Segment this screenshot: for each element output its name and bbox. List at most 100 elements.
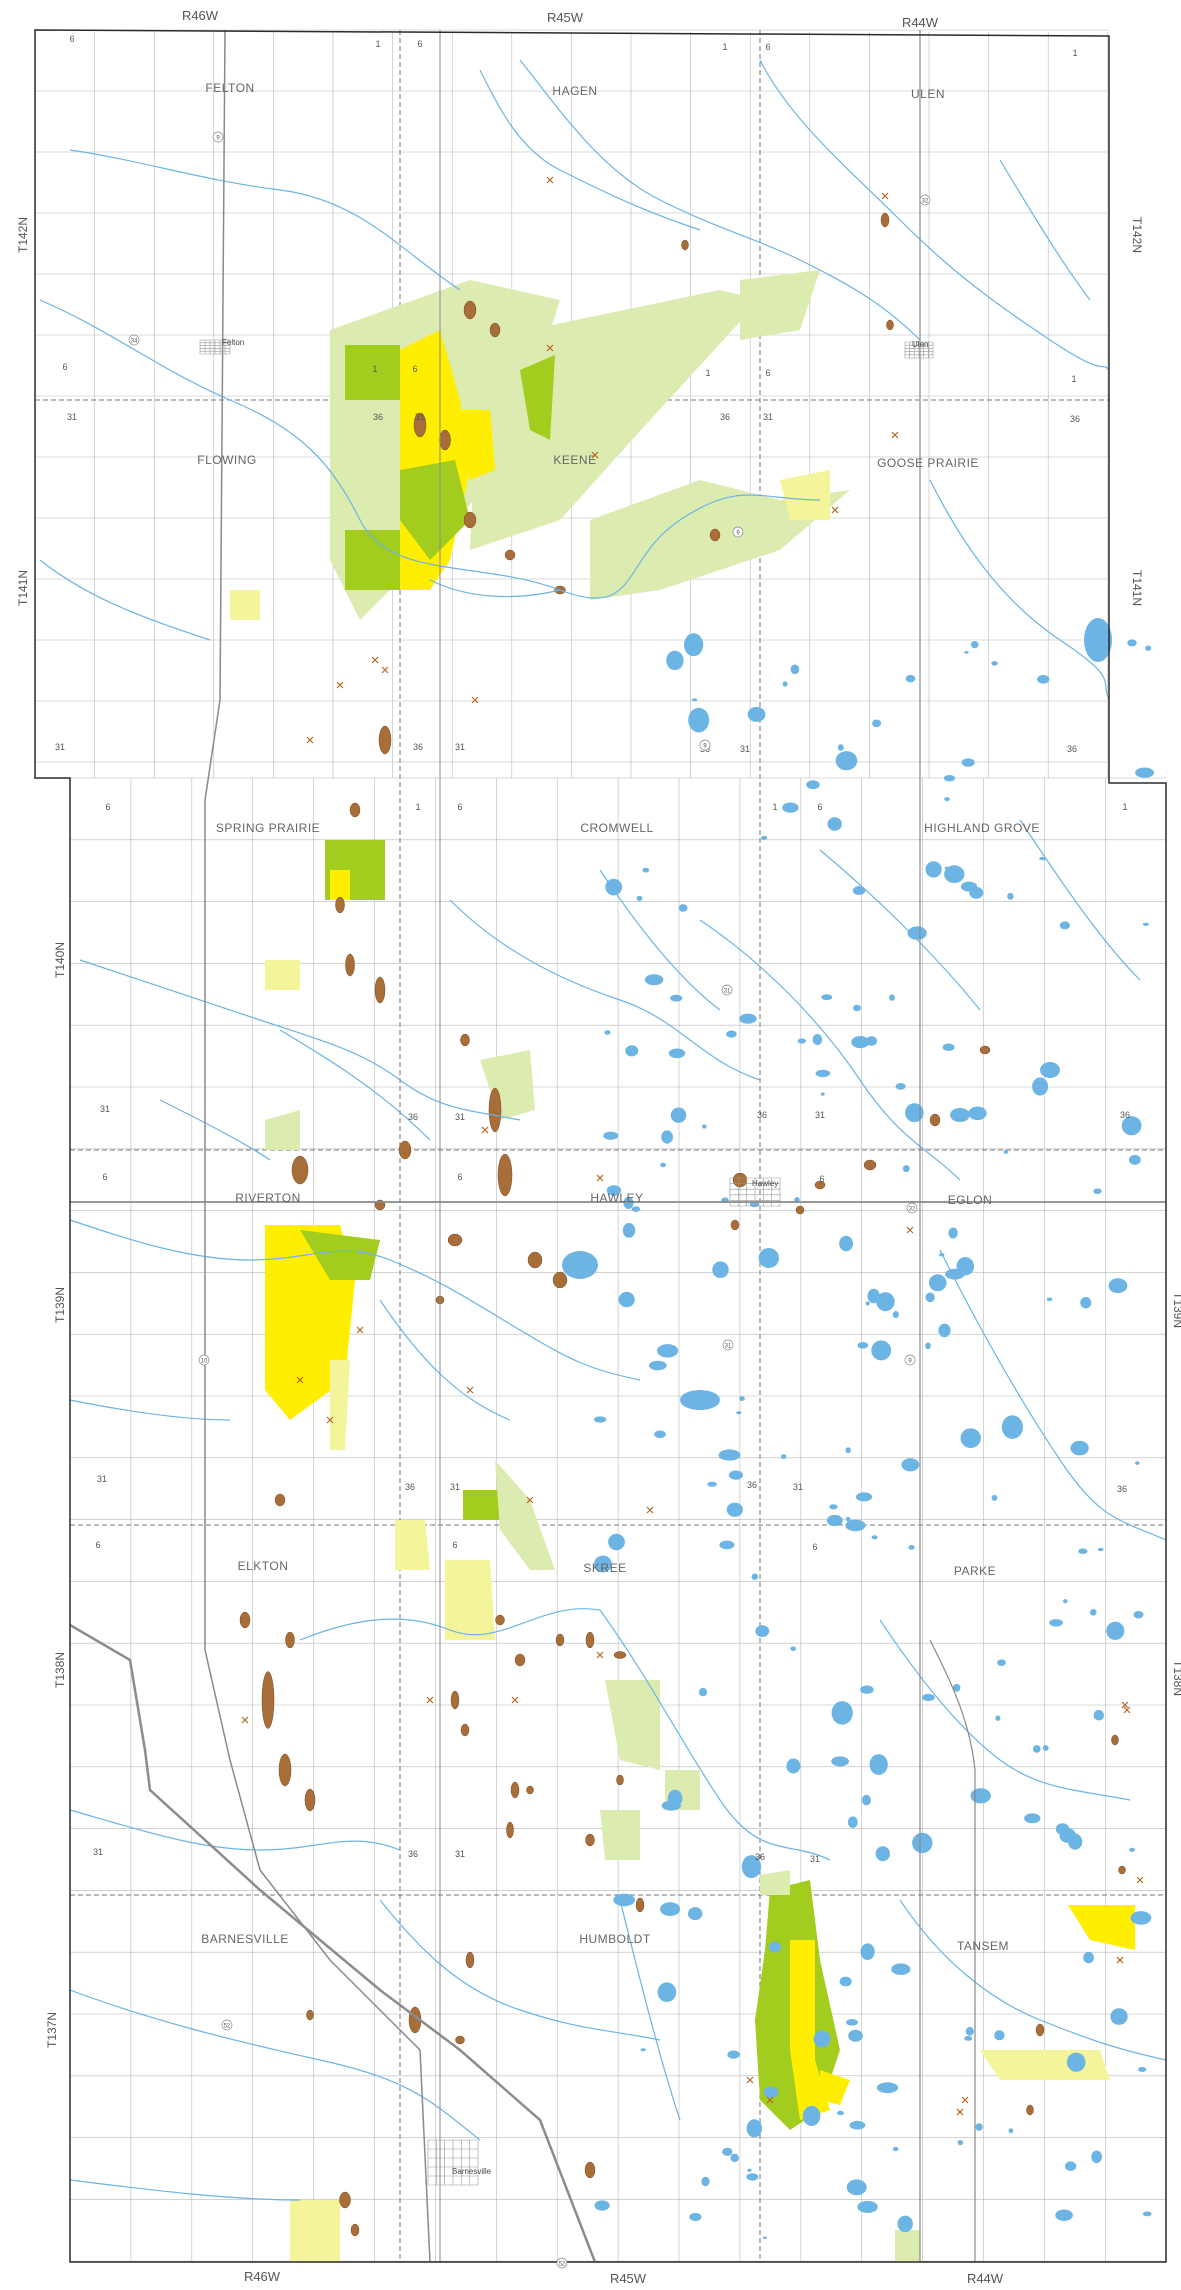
city-label-hawley: Hawley bbox=[752, 1179, 778, 1188]
lake bbox=[922, 1693, 935, 1702]
lake bbox=[925, 1342, 931, 1350]
section-number: 36 bbox=[408, 1112, 418, 1122]
route-shield bbox=[699, 739, 711, 751]
lake bbox=[953, 1683, 961, 1692]
township-name-goose-prairie: GOOSE PRAIRIE bbox=[877, 456, 979, 470]
gravel-deposit bbox=[886, 319, 894, 331]
range-label-top-2: R45W bbox=[547, 10, 584, 25]
deposit-area bbox=[400, 460, 470, 560]
lake bbox=[613, 1893, 636, 1907]
stream bbox=[929, 479, 1110, 701]
lake bbox=[964, 2036, 973, 2041]
lake bbox=[1097, 1547, 1104, 1552]
lake bbox=[925, 1292, 935, 1303]
township-number-right-1: T142N bbox=[1130, 217, 1144, 253]
gravel-deposit bbox=[1035, 2023, 1045, 2037]
lake bbox=[666, 650, 684, 671]
section-number: 31 bbox=[455, 1849, 465, 1859]
section-number: 1 bbox=[415, 802, 420, 812]
route-shield bbox=[722, 1339, 734, 1351]
pit-symbol bbox=[381, 666, 389, 674]
gravel-deposit bbox=[506, 1821, 514, 1839]
section-number: 6 bbox=[452, 1540, 457, 1550]
lake bbox=[722, 2147, 733, 2156]
lake bbox=[786, 1758, 801, 1774]
gravel-deposit bbox=[450, 1690, 460, 1710]
lake bbox=[945, 1268, 965, 1280]
stream bbox=[379, 1299, 511, 1421]
lake bbox=[960, 881, 978, 892]
gravel-deposit bbox=[349, 802, 361, 818]
lake bbox=[1084, 618, 1112, 662]
route-shield bbox=[919, 194, 931, 206]
route-number: 52 bbox=[559, 2262, 566, 2268]
lake bbox=[707, 1481, 717, 1487]
lake bbox=[746, 2173, 759, 2181]
section-number: 6 bbox=[457, 1172, 462, 1182]
township-name-spring-prairie: SPRING PRAIRIE bbox=[216, 821, 320, 835]
route-number: 9 bbox=[908, 1359, 912, 1365]
section-number: 31 bbox=[455, 1112, 465, 1122]
township-number-left-1: T142N bbox=[16, 217, 30, 253]
lake bbox=[747, 2168, 752, 2172]
gravel-deposit bbox=[616, 1774, 624, 1786]
section-number: 36 bbox=[1067, 744, 1077, 754]
lake bbox=[1138, 2067, 1147, 2072]
township-number-left-2: T141N bbox=[16, 570, 30, 606]
lake bbox=[846, 2019, 858, 2026]
lake bbox=[1129, 1847, 1135, 1852]
pit-symbol bbox=[891, 431, 899, 439]
lake bbox=[845, 1519, 866, 1532]
route-shield bbox=[221, 2019, 233, 2031]
deposit-area bbox=[230, 590, 260, 620]
lake bbox=[1135, 1461, 1140, 1465]
stream bbox=[759, 59, 1110, 371]
stream bbox=[69, 1809, 401, 1851]
town-street-grid bbox=[904, 341, 934, 359]
lake bbox=[944, 866, 950, 870]
lake bbox=[831, 1756, 849, 1767]
deposit-area bbox=[445, 1560, 495, 1640]
gravel-deposit bbox=[863, 1159, 877, 1171]
lake bbox=[871, 1535, 878, 1540]
lake bbox=[1121, 1116, 1142, 1136]
route-shield bbox=[906, 1202, 918, 1214]
lake bbox=[1142, 922, 1149, 926]
lake bbox=[1003, 1150, 1009, 1154]
route-shield bbox=[732, 526, 744, 538]
township-number-right-2: T141N bbox=[1130, 570, 1144, 606]
pit-symbol bbox=[1121, 1701, 1129, 1709]
lake bbox=[860, 1685, 874, 1694]
section-number: 36 bbox=[408, 1849, 418, 1859]
lake bbox=[661, 1130, 673, 1144]
lake bbox=[746, 2119, 762, 2138]
lake bbox=[1037, 674, 1050, 684]
township-name-skree: SKREE bbox=[583, 1561, 626, 1575]
lake bbox=[654, 1430, 666, 1439]
lake bbox=[905, 1103, 924, 1123]
township-name-hagen: HAGEN bbox=[552, 84, 597, 98]
route-shield bbox=[128, 334, 140, 346]
pit-symbol bbox=[306, 736, 314, 744]
lake bbox=[938, 1323, 951, 1338]
section-number: 36 bbox=[747, 1480, 757, 1490]
lake bbox=[891, 1963, 911, 1975]
gravel-deposit bbox=[504, 549, 516, 561]
range-label-bottom-3: R44W bbox=[967, 2271, 1004, 2286]
gravel-deposit bbox=[929, 1113, 941, 1127]
city-label-barnesville: Barnesville bbox=[452, 2167, 492, 2176]
stream bbox=[819, 849, 981, 1011]
gravel-deposit bbox=[350, 2223, 360, 2237]
lake bbox=[701, 2176, 710, 2187]
gravel-deposit bbox=[1118, 1865, 1126, 1875]
lake bbox=[892, 1311, 899, 1318]
gravel-deposit bbox=[306, 2009, 314, 2021]
lake bbox=[726, 1030, 737, 1038]
gravel-deposit bbox=[585, 1833, 595, 1847]
section-number: 1 bbox=[705, 368, 710, 378]
section-number: 6 bbox=[105, 802, 110, 812]
gravel-deposit bbox=[795, 1205, 805, 1215]
lake bbox=[747, 706, 766, 722]
lake bbox=[618, 1291, 635, 1308]
